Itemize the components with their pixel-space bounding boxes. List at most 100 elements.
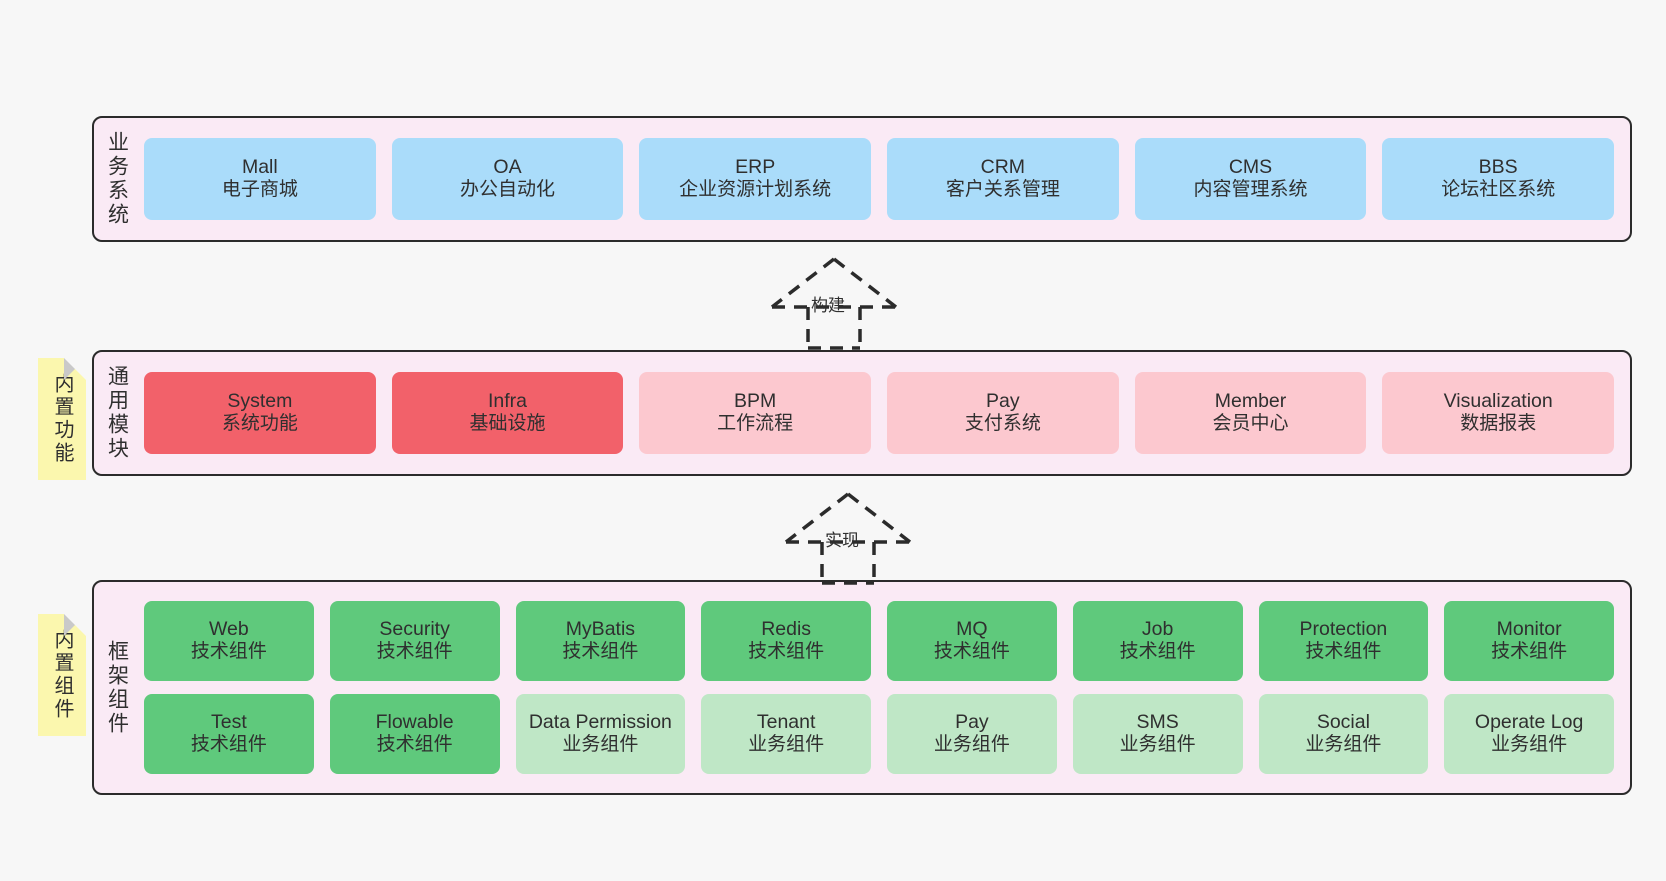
component-description: 技术组件 bbox=[1305, 641, 1382, 663]
component-name: ERP bbox=[735, 156, 776, 179]
component-description: 办公自动化 bbox=[460, 179, 556, 201]
component-description: 支付系统 bbox=[964, 413, 1041, 435]
component-name: MyBatis bbox=[565, 618, 636, 641]
component-name: SMS bbox=[1136, 711, 1179, 734]
component-description: 技术组件 bbox=[562, 641, 639, 663]
sticky-note-builtin-features-label: 内置功能 bbox=[51, 373, 73, 465]
component-name: Data Permission bbox=[528, 711, 672, 734]
component-description: 客户关系管理 bbox=[945, 179, 1060, 201]
sticky-note-builtin-components-label: 内置组件 bbox=[51, 629, 73, 721]
component-name: BBS bbox=[1478, 156, 1518, 179]
component-description: 业务组件 bbox=[1119, 734, 1196, 756]
component-description: 数据报表 bbox=[1460, 413, 1537, 435]
component-name: MQ bbox=[956, 618, 988, 641]
layer-title-business-systems: 业务系统 bbox=[105, 131, 129, 227]
sticky-note-builtin-features: 内置功能 bbox=[38, 358, 86, 480]
component-description: 技术组件 bbox=[1119, 641, 1196, 663]
connector-build: 构建 bbox=[754, 255, 914, 350]
component-description: 技术组件 bbox=[933, 641, 1010, 663]
component-name: Operate Log bbox=[1474, 711, 1584, 734]
component-description: 业务组件 bbox=[1305, 734, 1382, 756]
component-description: 技术组件 bbox=[376, 641, 453, 663]
component-description: 技术组件 bbox=[1491, 641, 1568, 663]
component-description: 基础设施 bbox=[469, 413, 546, 435]
component-name: Security bbox=[379, 618, 450, 641]
generalization-arrow-icon bbox=[770, 257, 898, 350]
component-name: CMS bbox=[1228, 156, 1273, 179]
component-name: Mall bbox=[241, 156, 278, 179]
component-name: Social bbox=[1316, 711, 1370, 734]
component-name: Redis bbox=[761, 618, 812, 641]
layer-title-framework-components: 框架组件 bbox=[105, 639, 129, 736]
component-name: CRM bbox=[980, 156, 1026, 179]
component-description: 业务组件 bbox=[933, 734, 1010, 756]
component-description: 企业资源计划系统 bbox=[679, 179, 832, 201]
component-name: Job bbox=[1141, 618, 1174, 641]
component-description: 工作流程 bbox=[717, 413, 794, 435]
component-name: Protection bbox=[1299, 618, 1388, 641]
component-description: 内容管理系统 bbox=[1193, 179, 1308, 201]
component-description: 论坛社区系统 bbox=[1441, 179, 1556, 201]
component-name: Member bbox=[1214, 390, 1287, 413]
component-name: Monitor bbox=[1496, 618, 1562, 641]
component-description: 系统功能 bbox=[221, 413, 298, 435]
component-name: System bbox=[227, 390, 293, 413]
component-description: 会员中心 bbox=[1212, 413, 1289, 435]
connector-implement-label: 实现 bbox=[825, 531, 859, 550]
component-description: 电子商城 bbox=[221, 179, 298, 201]
component-name: Pay bbox=[986, 390, 1020, 413]
component-name: Flowable bbox=[375, 711, 454, 734]
connector-implement: 实现 bbox=[768, 490, 928, 585]
component-name: Visualization bbox=[1443, 390, 1553, 413]
component-name: BPM bbox=[734, 390, 777, 413]
component-name: Infra bbox=[487, 390, 528, 413]
layer-title-common-modules: 通用模块 bbox=[105, 365, 129, 461]
component-name: Test bbox=[210, 711, 247, 734]
component-description: 技术组件 bbox=[190, 734, 267, 756]
component-description: 业务组件 bbox=[748, 734, 825, 756]
component-name: Pay bbox=[955, 711, 989, 734]
component-name: Web bbox=[209, 618, 249, 641]
component-description: 技术组件 bbox=[376, 734, 453, 756]
component-description: 技术组件 bbox=[748, 641, 825, 663]
component-description: 技术组件 bbox=[190, 641, 267, 663]
